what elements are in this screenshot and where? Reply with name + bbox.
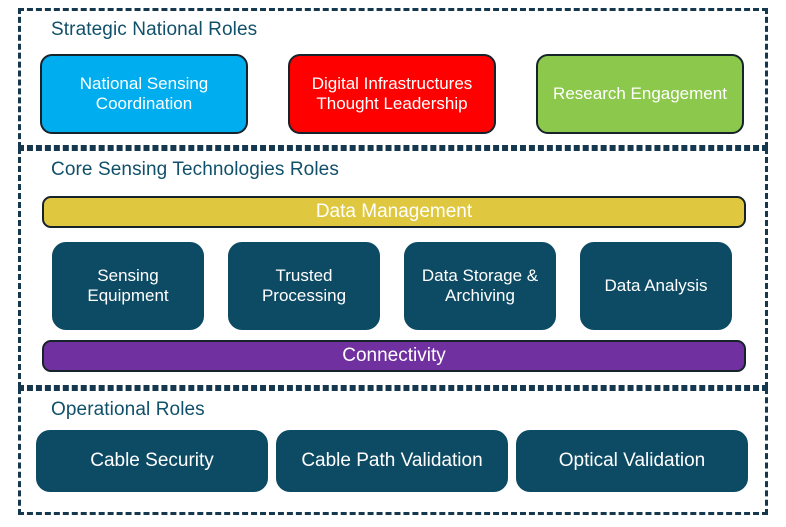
node-connectivity[interactable]: Connectivity bbox=[42, 340, 746, 372]
node-sensing-equipment[interactable]: Sensing Equipment bbox=[52, 242, 204, 330]
section-title-strategic: Strategic National Roles bbox=[51, 19, 258, 40]
node-trusted-processing[interactable]: Trusted Processing bbox=[228, 242, 380, 330]
node-optical-validation[interactable]: Optical Validation bbox=[516, 430, 748, 492]
node-cable-path-validation[interactable]: Cable Path Validation bbox=[276, 430, 508, 492]
node-data-storage-and-archiving[interactable]: Data Storage & Archiving bbox=[404, 242, 556, 330]
node-research-engagement[interactable]: Research Engagement bbox=[536, 54, 744, 134]
node-national-sensing-coordination[interactable]: National Sensing Coordination bbox=[40, 54, 248, 134]
node-data-analysis[interactable]: Data Analysis bbox=[580, 242, 732, 330]
node-digital-infrastructures-thought-leadership[interactable]: Digital Infrastructures Thought Leadersh… bbox=[288, 54, 496, 134]
node-data-management[interactable]: Data Management bbox=[42, 196, 746, 228]
node-cable-security[interactable]: Cable Security bbox=[36, 430, 268, 492]
section-title-core: Core Sensing Technologies Roles bbox=[51, 159, 339, 180]
section-title-operational: Operational Roles bbox=[51, 399, 205, 420]
